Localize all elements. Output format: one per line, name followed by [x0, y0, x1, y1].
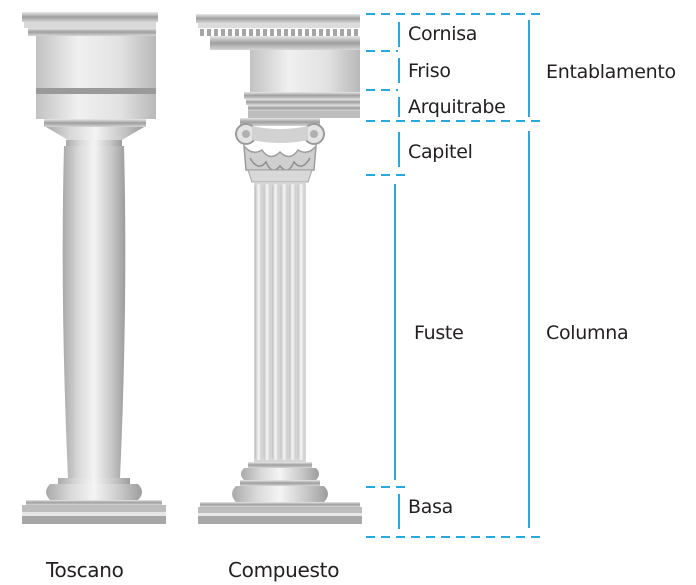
label-columna: Columna — [546, 322, 629, 344]
tuscan-shaft — [62, 146, 126, 478]
caption-toscano: Toscano — [46, 558, 124, 582]
composite-dentils — [200, 29, 358, 36]
composite-frieze — [250, 50, 360, 92]
label-friso: Friso — [408, 60, 451, 82]
composite-cornice — [196, 14, 360, 23]
tuscan-frieze — [36, 36, 156, 88]
composite-column — [196, 14, 362, 524]
label-fuste: Fuste — [414, 322, 464, 344]
caption-compuesto: Compuesto — [228, 558, 340, 582]
label-cornisa: Cornisa — [408, 23, 478, 45]
tuscan-column — [22, 12, 166, 524]
tuscan-base — [58, 478, 130, 484]
label-arquitrabe: Arquitrabe — [408, 96, 506, 118]
tuscan-architrave — [36, 88, 156, 94]
label-entablamento: Entablamento — [546, 61, 676, 83]
composite-capital — [235, 118, 325, 183]
composite-shaft — [254, 182, 306, 462]
composite-architrave — [244, 92, 360, 99]
tuscan-cornice — [22, 12, 158, 22]
label-capitel: Capitel — [408, 141, 473, 163]
guide-lines — [366, 13, 540, 538]
label-basa: Basa — [408, 496, 454, 518]
composite-base — [198, 462, 362, 524]
tuscan-capital — [44, 119, 146, 127]
